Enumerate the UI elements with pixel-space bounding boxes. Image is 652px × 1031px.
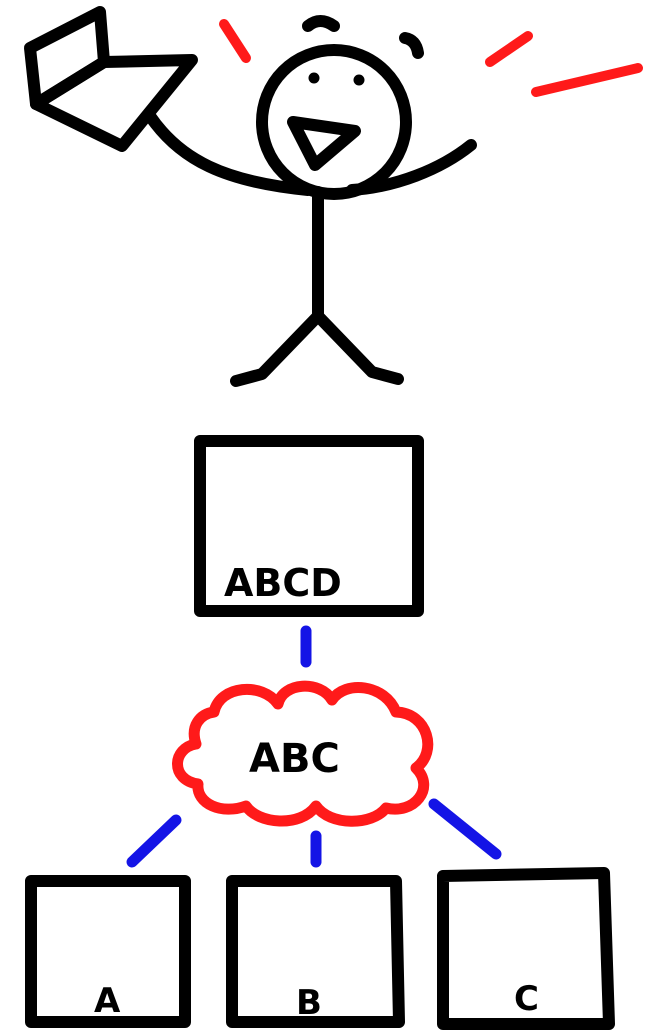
left-eyebrow: [302, 15, 340, 32]
cloud-shape: [172, 680, 434, 827]
right-eye: [353, 74, 365, 86]
box-c-label: C: [514, 979, 539, 1019]
box-b: B: [226, 875, 405, 1028]
connector-cloud-to-a: [126, 814, 182, 868]
left-leg: [230, 310, 324, 387]
laptop-icon: [24, 6, 198, 152]
head: [256, 44, 412, 200]
open-mouth: [287, 116, 361, 171]
cloud-abc: ABC: [172, 680, 434, 827]
connectors-cloud-to-children: [126, 798, 502, 868]
left-arm: [144, 110, 314, 196]
box-b-label: B: [296, 983, 322, 1023]
box-a-label: A: [94, 981, 121, 1021]
right-eyebrow: [399, 32, 424, 59]
box-abcd: ABCD: [194, 435, 424, 617]
connector-cloud-to-c: [428, 798, 502, 860]
right-arm: [346, 139, 477, 196]
box-abcd-label: ABCD: [224, 561, 342, 605]
cloud-abc-label: ABC: [249, 736, 340, 782]
box-c: C: [437, 867, 615, 1030]
left-eye: [308, 72, 320, 84]
stick-figure-with-laptop-icon: [24, 6, 477, 387]
excitement-lines-icon: [219, 19, 643, 97]
right-leg: [312, 310, 404, 385]
box-a: A: [25, 875, 191, 1028]
